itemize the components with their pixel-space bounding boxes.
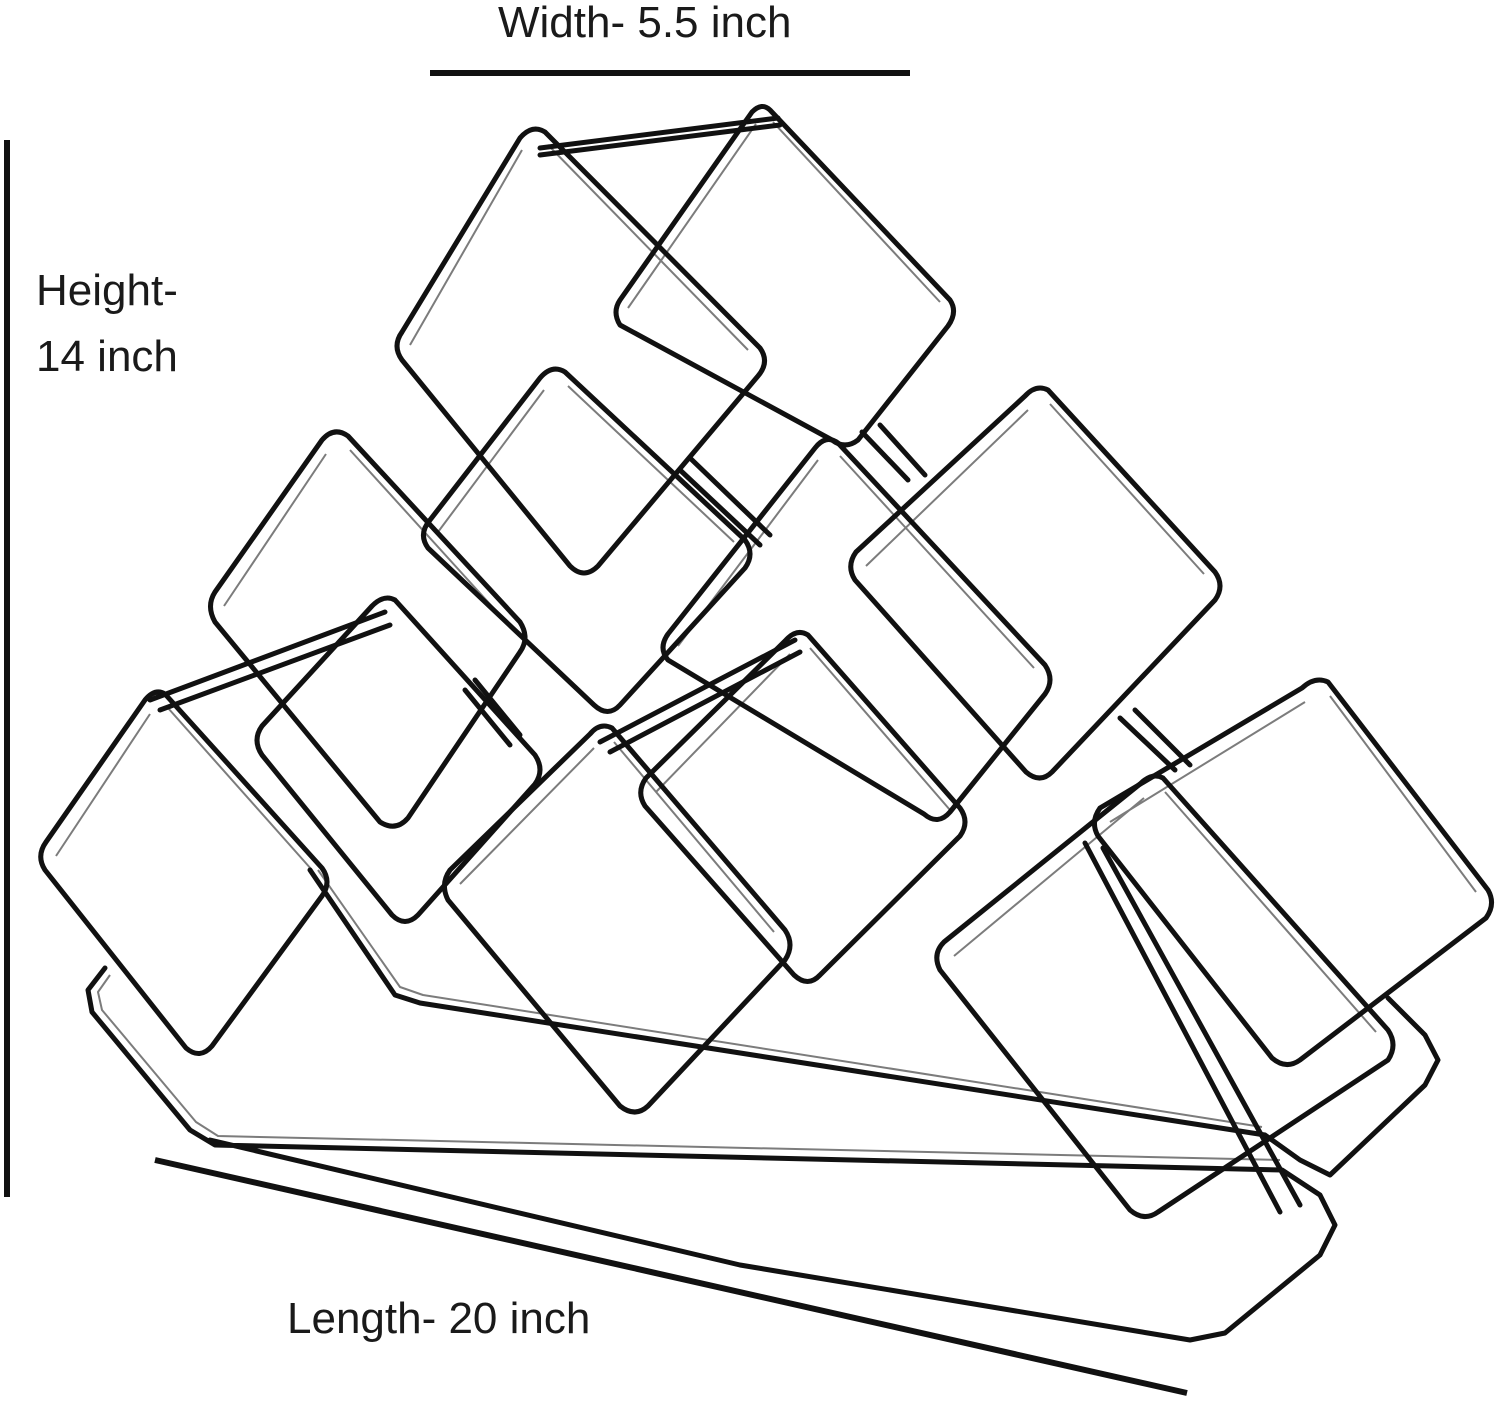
connector-bars [147,115,1303,1215]
rack-cell-bottom-right-back [1092,677,1494,1067]
rack-cell-bottom-left-back [254,595,543,924]
tube-highlights [55,121,1477,1033]
rack-cell-top-front [394,126,767,576]
rack-cell-second-left-back [421,366,753,714]
wine-rack-wireframe [38,104,1494,1343]
rack-cell-bottom-left [38,689,330,1056]
rack-base-front-inner [97,974,1281,1161]
rack-base-front [85,965,1338,1343]
rack-base-back-inner [317,869,1263,1128]
rack-cell-bottom-center [638,629,968,984]
rack-cell-top-back [613,104,956,448]
width-label: Width- 5.5 inch [498,0,792,47]
length-label: Length- 20 inch [287,1294,591,1343]
height-label: Height- 14 inch [36,258,178,390]
length-dimension-line [154,1157,1188,1396]
height-label-line-2: 14 inch [36,332,178,381]
rack-base-back [307,867,1441,1178]
height-label-line-1: Height- [36,266,178,315]
rack-cell-second-right [848,385,1223,781]
rack-cell-second-center [660,436,1053,822]
rack-cell-bottom-center-left [442,723,793,1115]
rack-cell-second-left-front [208,429,528,829]
